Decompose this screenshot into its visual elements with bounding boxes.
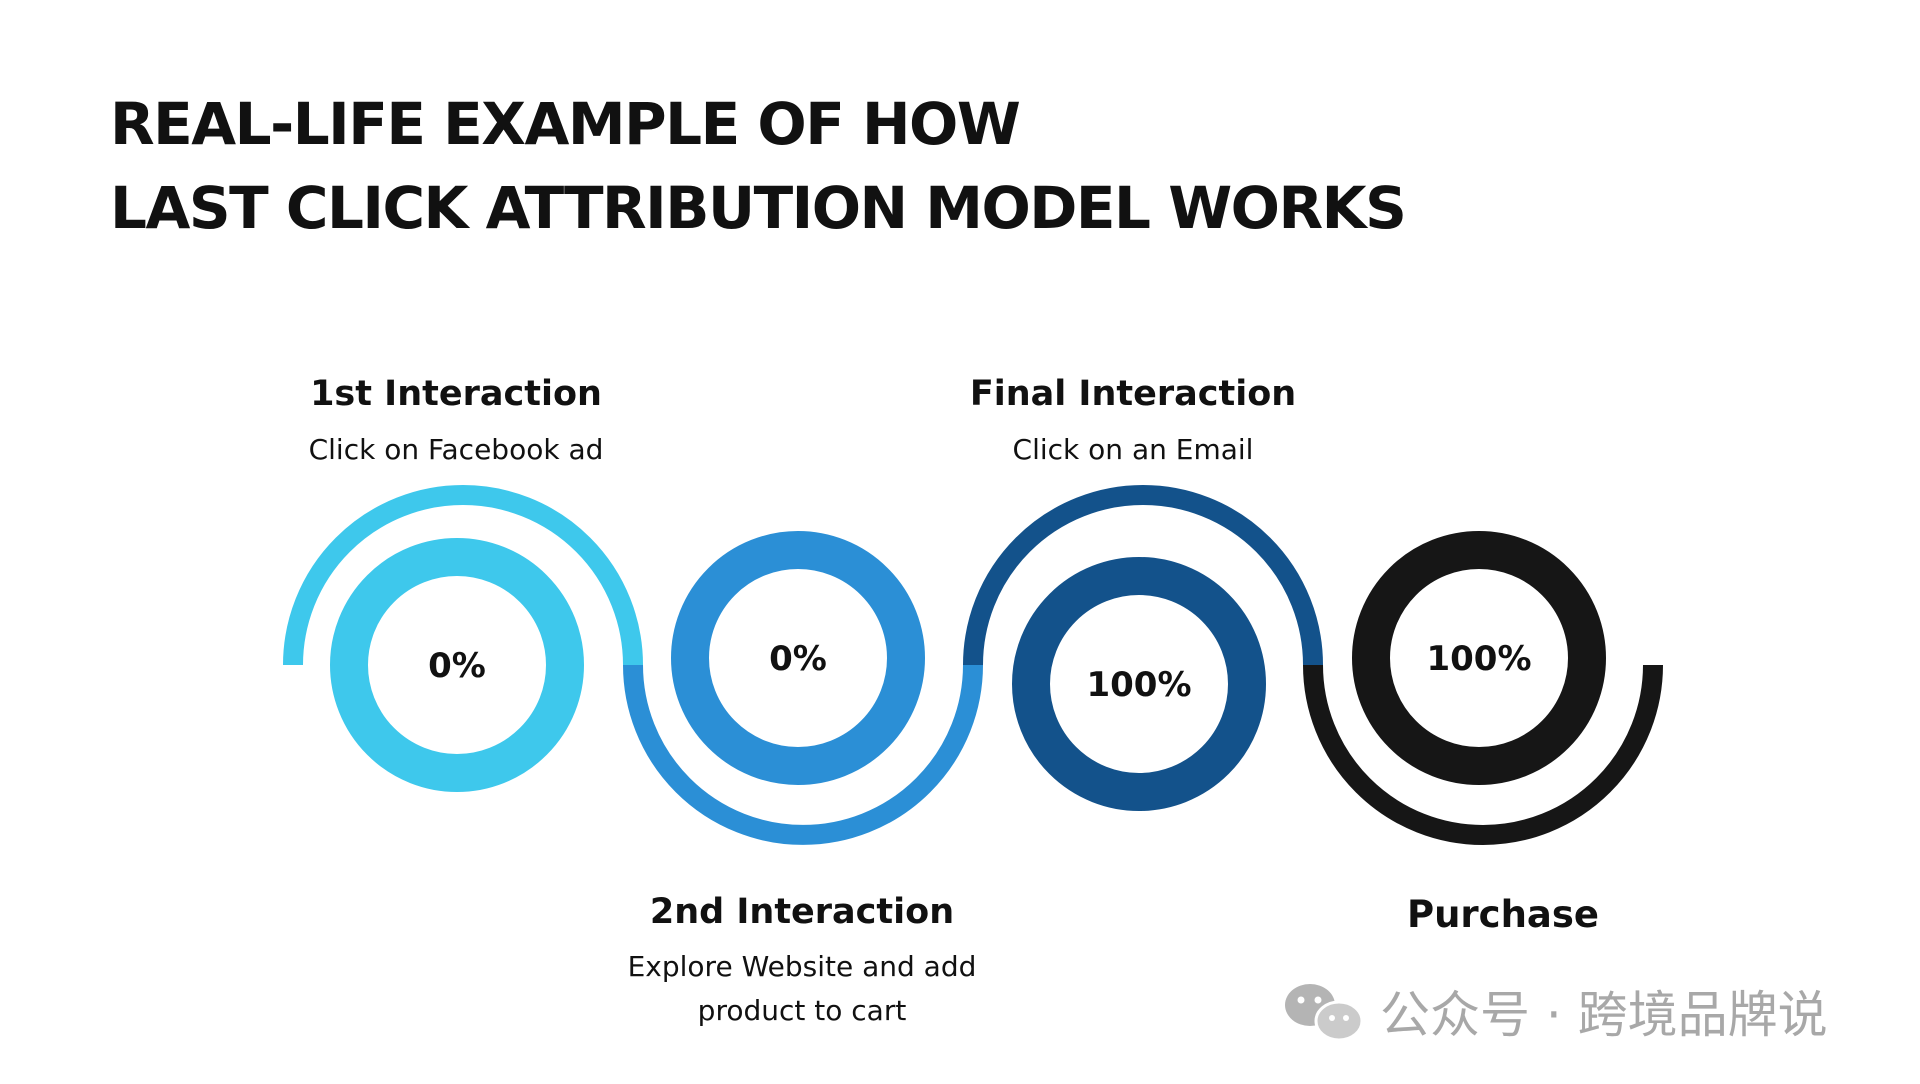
step-ring-1: 0% bbox=[330, 538, 584, 792]
step-label-1: 1st Interaction Click on Facebook ad bbox=[309, 374, 604, 466]
step-ring-4: 100% bbox=[1352, 531, 1606, 785]
step-description-line-2: product to cart bbox=[698, 994, 907, 1027]
connector-arc-3 bbox=[963, 485, 1323, 666]
percent-label: 100% bbox=[1086, 665, 1191, 705]
step-ring-2: 0% bbox=[671, 531, 925, 785]
step-title: 2nd Interaction bbox=[650, 892, 954, 932]
step-description: Click on an Email bbox=[1013, 433, 1254, 466]
percent-label: 0% bbox=[769, 639, 827, 679]
connector-arc-4 bbox=[1303, 664, 1663, 845]
wechat-icon bbox=[1285, 984, 1364, 1042]
title-line-1: REAL-LIFE EXAMPLE OF HOW bbox=[110, 90, 1020, 158]
percent-label: 100% bbox=[1426, 639, 1531, 679]
watermark: 公众号 · 跨境品牌说 bbox=[1285, 984, 1828, 1044]
ring-circle bbox=[1352, 531, 1606, 785]
step-description: Click on Facebook ad bbox=[309, 433, 604, 466]
step-ring-3: 100% bbox=[1012, 557, 1266, 811]
ring-circle bbox=[1012, 557, 1266, 811]
connector-wave bbox=[283, 485, 1663, 845]
step-title: 1st Interaction bbox=[310, 374, 602, 414]
watermark-text: 公众号 · 跨境品牌说 bbox=[1380, 986, 1828, 1044]
step-title: Final Interaction bbox=[970, 374, 1296, 414]
step-title: Purchase bbox=[1407, 893, 1599, 936]
title-line-2: LAST CLICK ATTRIBUTION MODEL WORKS bbox=[110, 174, 1405, 242]
connector-arc-1 bbox=[283, 485, 643, 666]
page-title: REAL-LIFE EXAMPLE OF HOW LAST CLICK ATTR… bbox=[110, 90, 1407, 242]
step-label-2: 2nd Interaction Explore Website and add … bbox=[628, 892, 977, 1027]
step-label-3: Final Interaction Click on an Email bbox=[970, 374, 1296, 466]
ring-circle bbox=[330, 538, 584, 792]
step-label-4: Purchase bbox=[1407, 893, 1599, 936]
ring-circle bbox=[671, 531, 925, 785]
step-description-line-1: Explore Website and add bbox=[628, 950, 977, 983]
percent-label: 0% bbox=[428, 646, 486, 686]
connector-arc-2 bbox=[623, 664, 983, 845]
